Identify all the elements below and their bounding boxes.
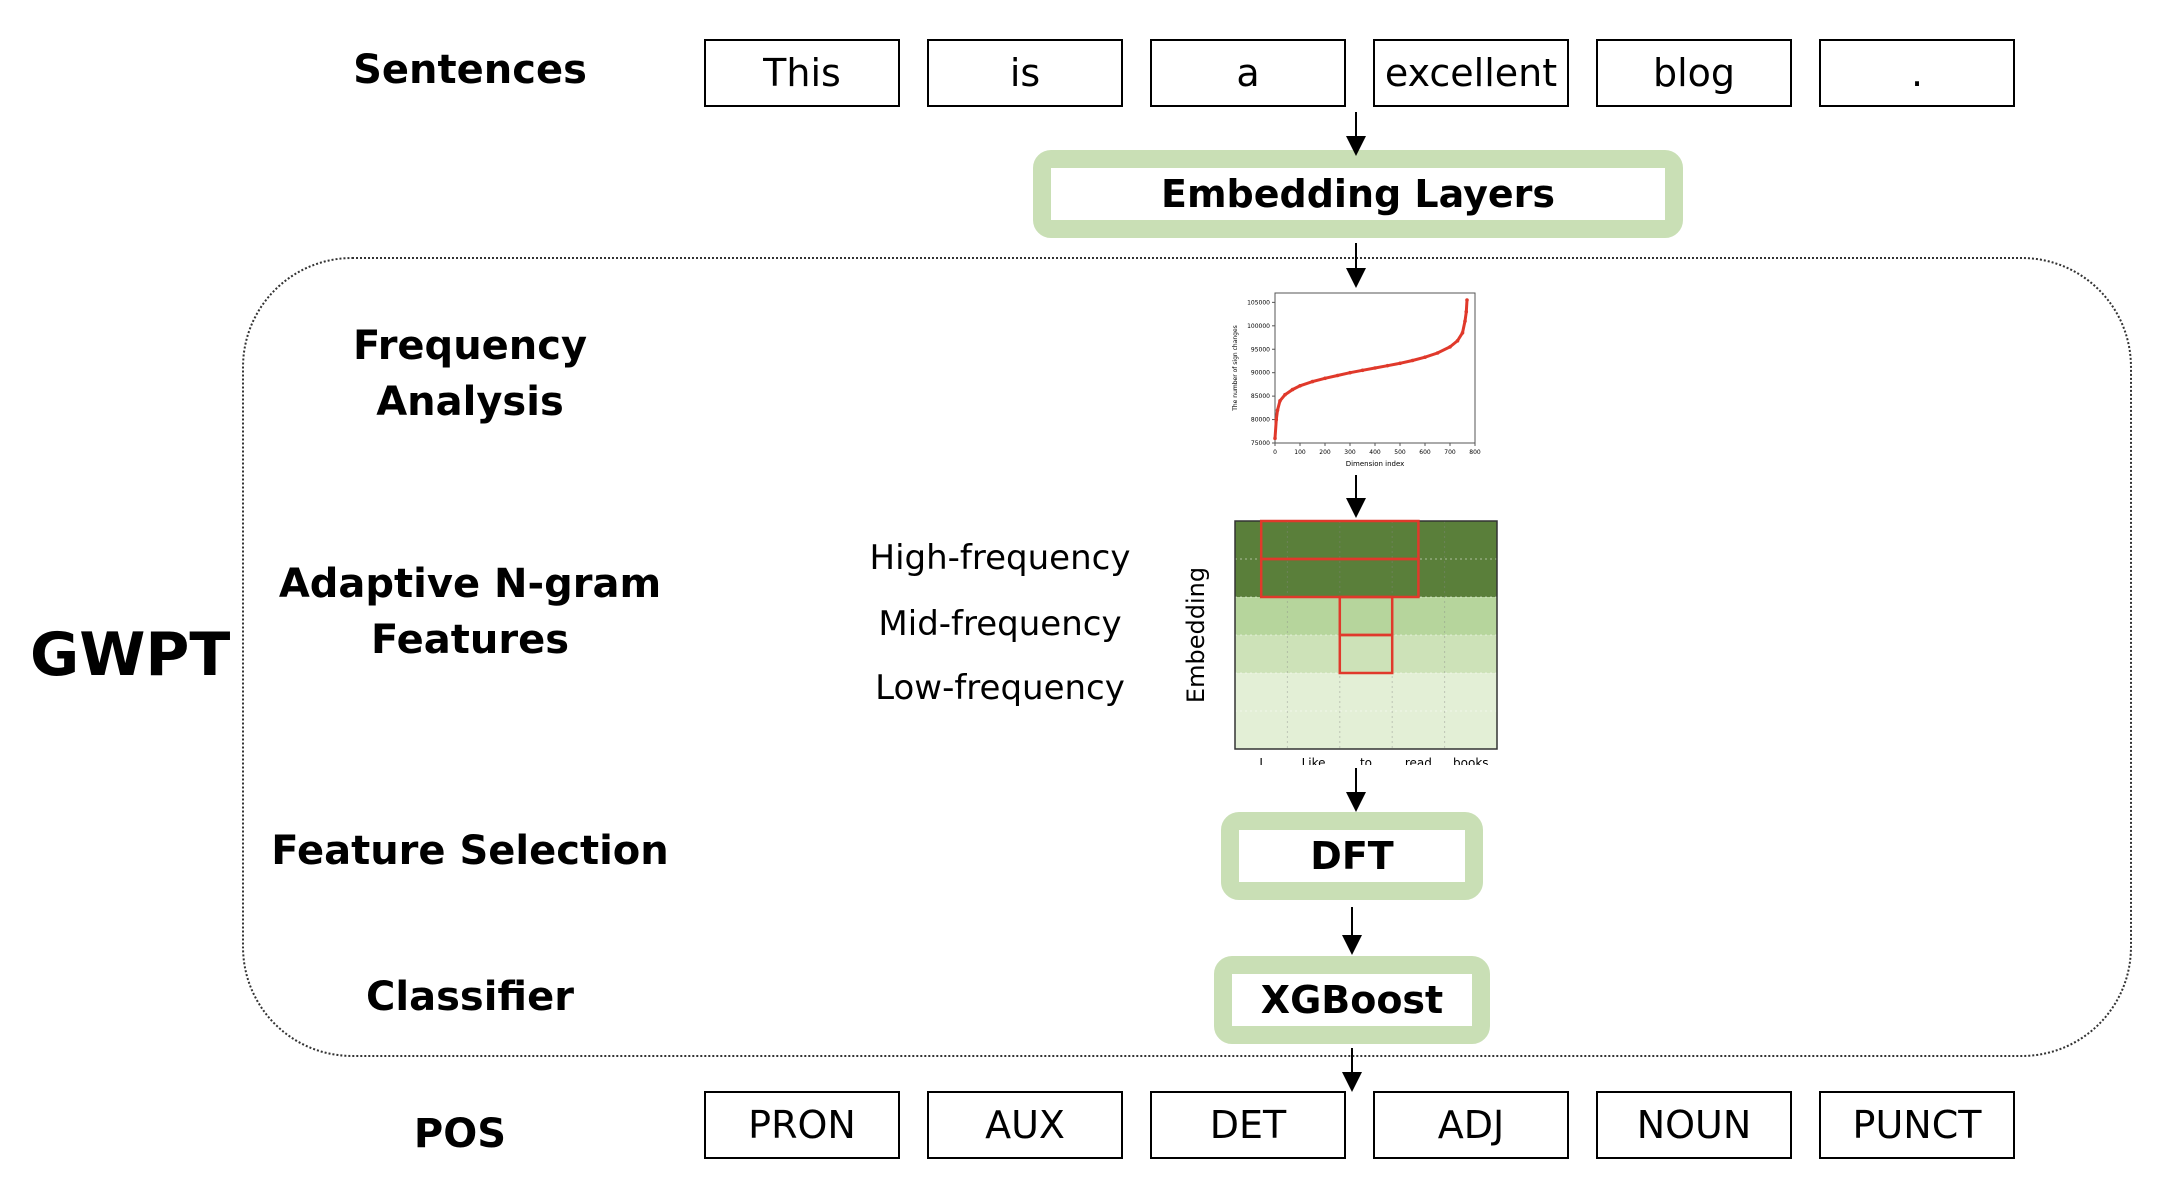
label-feature-selection: Feature Selection xyxy=(271,828,669,874)
chart-xtick-label: 600 xyxy=(1419,449,1431,456)
heatmap-row xyxy=(1235,521,1497,559)
chart-ytick-label: 75000 xyxy=(1251,440,1270,447)
chart-xtick-label: 800 xyxy=(1469,449,1481,456)
chart-xtick-label: 300 xyxy=(1344,449,1356,456)
chart-ytick-label: 80000 xyxy=(1251,417,1270,424)
chart-xtick-label: 400 xyxy=(1369,449,1381,456)
chart-point xyxy=(1278,399,1282,403)
chart-point xyxy=(1410,358,1415,363)
chart-ytick-label: 85000 xyxy=(1251,393,1270,400)
heatmap-word-label: read xyxy=(1405,756,1432,765)
chart-ylabel: The number of sign changes xyxy=(1232,325,1239,412)
pos-box: PUNCT xyxy=(1819,1091,2015,1159)
embedding-layers-label: Embedding Layers xyxy=(1160,172,1556,216)
pos-box: NOUN xyxy=(1596,1091,1792,1159)
ngram-heatmap: Embedding I Like to read books xyxy=(1182,519,1498,765)
xgboost-box: XGBoost xyxy=(1214,956,1490,1044)
token-box: is xyxy=(927,39,1123,107)
label-classifier: Classifier xyxy=(366,974,574,1020)
high-frequency-label: High-frequency xyxy=(869,538,1131,578)
chart-point xyxy=(1398,361,1402,366)
chart-xtick-label: 500 xyxy=(1394,449,1406,456)
frequency-chart: 0 100 200 300 400 500 600 700 800 75000 80000 85000… xyxy=(1232,292,1481,468)
pos-box: AUX xyxy=(927,1091,1123,1159)
chart-point xyxy=(1283,392,1287,397)
ngram-window-mid xyxy=(1338,633,1394,675)
chart-ytick-label: 90000 xyxy=(1251,370,1270,377)
chart-point xyxy=(1373,366,1377,370)
chart-xtick-label: 100 xyxy=(1294,449,1306,456)
pos-box: ADJ xyxy=(1373,1091,1569,1159)
heatmap-row xyxy=(1235,597,1497,635)
heatmap-row xyxy=(1235,635,1497,673)
mid-frequency-label: Mid-frequency xyxy=(878,604,1122,644)
heatmap-word-label: Like xyxy=(1302,756,1326,765)
chart-point xyxy=(1275,408,1280,412)
chart-ytick-label: 105000 xyxy=(1247,299,1270,306)
chart-point xyxy=(1460,331,1465,335)
label-frequency-analysis-line2: Analysis xyxy=(376,379,564,425)
chart-point xyxy=(1385,363,1390,368)
label-sentences: Sentences xyxy=(353,47,587,93)
pos-box: DET xyxy=(1150,1091,1346,1159)
chart-xlabel: Dimension index xyxy=(1346,460,1405,468)
pos-box: PRON xyxy=(704,1091,900,1159)
chart-ytick-label: 100000 xyxy=(1247,323,1270,330)
embedding-layers-box: Embedding Layers xyxy=(1033,150,1683,238)
dft-box: DFT xyxy=(1221,812,1483,900)
diagram-title: GWPT xyxy=(30,620,231,690)
heatmap-word-label: I xyxy=(1259,756,1263,765)
token-box: blog xyxy=(1596,39,1792,107)
xgboost-label: XGBoost xyxy=(1260,978,1444,1022)
chart-point xyxy=(1274,417,1279,422)
label-pos: POS xyxy=(413,1111,507,1157)
heatmap-row xyxy=(1235,559,1497,597)
chart-point xyxy=(1448,345,1452,349)
chart-point xyxy=(1335,373,1340,378)
label-adaptive-line2: Features xyxy=(370,617,570,663)
chart-point xyxy=(1298,384,1302,388)
heatmap-row xyxy=(1235,711,1497,749)
chart-point xyxy=(1360,368,1365,373)
chart-point xyxy=(1464,309,1469,314)
dft-label: DFT xyxy=(1310,834,1394,878)
heatmap-word-label: books xyxy=(1453,756,1489,765)
chart-point xyxy=(1455,339,1460,343)
chart-point xyxy=(1423,355,1427,360)
heatmap-word-label: to xyxy=(1360,756,1372,765)
chart-point xyxy=(1323,376,1327,381)
chart-point xyxy=(1463,319,1467,323)
label-adaptive-line1: Adaptive N-gram xyxy=(278,561,662,607)
chart-point xyxy=(1465,298,1469,302)
chart-point xyxy=(1310,379,1315,384)
chart-point xyxy=(1435,351,1440,355)
heatmap-row xyxy=(1235,673,1497,711)
heatmap-ylabel: Embedding xyxy=(1182,567,1210,703)
chart-point xyxy=(1348,370,1352,375)
chart-point xyxy=(1273,436,1277,441)
chart-xtick-label: 0 xyxy=(1273,449,1277,456)
chart-ytick-label: 95000 xyxy=(1251,346,1270,353)
low-frequency-label: Low-frequency xyxy=(875,668,1125,708)
label-frequency-analysis-line1: Frequency xyxy=(352,323,588,369)
gwpt-region xyxy=(242,257,2132,1057)
chart-xtick-label: 700 xyxy=(1444,449,1456,456)
token-box: excellent xyxy=(1373,39,1569,107)
chart-xtick-label: 200 xyxy=(1319,449,1331,456)
chart-point xyxy=(1290,387,1295,392)
token-box: This xyxy=(704,39,900,107)
token-box: a xyxy=(1150,39,1346,107)
token-box: . xyxy=(1819,39,2015,107)
